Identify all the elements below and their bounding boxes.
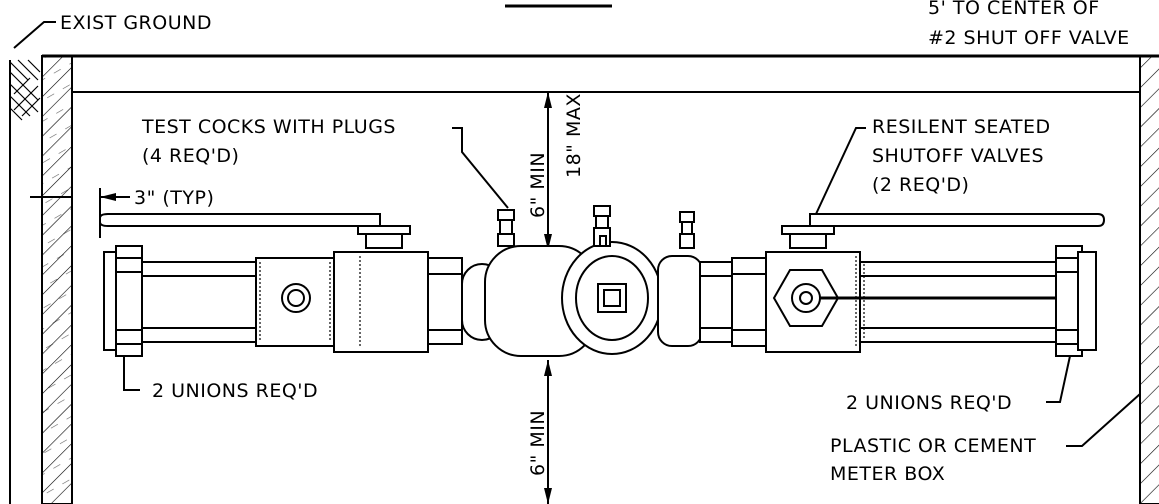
center-vertical-dimensions (544, 92, 552, 504)
test-cocks-line2: (4 REQ'D) (142, 145, 239, 167)
left-valve-handle (99, 213, 411, 249)
exist-ground-label: EXIST GROUND (60, 12, 212, 34)
exist-ground-callout: EXIST GROUND (13, 12, 212, 49)
meter-box-outline (41, 54, 1159, 504)
resilent-line3: (2 REQ'D) (872, 174, 969, 196)
top-right-line1: 5' TO CENTER OF (928, 0, 1100, 19)
left-pipe-body (141, 251, 463, 353)
unions-right-label: 2 UNIONS REQ'D (846, 392, 1012, 414)
right-union (1055, 245, 1097, 357)
test-cock-3 (679, 211, 695, 249)
center-valve-body (461, 241, 733, 357)
left-union (103, 245, 143, 357)
test-cocks (497, 205, 695, 249)
meter-box-callout: PLASTIC OR CEMENT METER BOX (830, 393, 1141, 485)
meter-box-line2: METER BOX (830, 463, 945, 485)
right-valve-handle (781, 213, 1106, 249)
test-cock-4 (599, 235, 607, 247)
test-cocks-line1: TEST COCKS WITH PLUGS (141, 116, 396, 138)
min-6in-top-label: 6" MIN (527, 152, 549, 218)
unions-left-label: 2 UNIONS REQ'D (152, 380, 318, 402)
test-cock-1 (497, 209, 515, 247)
resilent-line1: RESILENT SEATED (872, 116, 1051, 138)
typ-3in-dimension: 3" (TYP) (30, 187, 214, 238)
min-6in-bottom-label: 6" MIN (527, 410, 549, 476)
unions-right-callout: 2 UNIONS REQ'D (846, 355, 1071, 414)
resilent-callout: RESILENT SEATED SHUTOFF VALVES (2 REQ'D) (815, 116, 1051, 215)
top-right-line2: #2 SHUT OFF VALVE (928, 27, 1130, 49)
typ-3in-label: 3" (TYP) (134, 187, 214, 209)
resilent-line2: SHUTOFF VALVES (872, 145, 1044, 167)
right-pipe-body (731, 251, 1093, 353)
earth-hatch (9, 59, 41, 504)
meter-box-line1: PLASTIC OR CEMENT (830, 435, 1036, 457)
test-cocks-callout: TEST COCKS WITH PLUGS (4 REQ'D) (141, 116, 509, 209)
unions-left-callout: 2 UNIONS REQ'D (123, 356, 318, 402)
max-18in-label: 18" MAX (563, 93, 585, 178)
